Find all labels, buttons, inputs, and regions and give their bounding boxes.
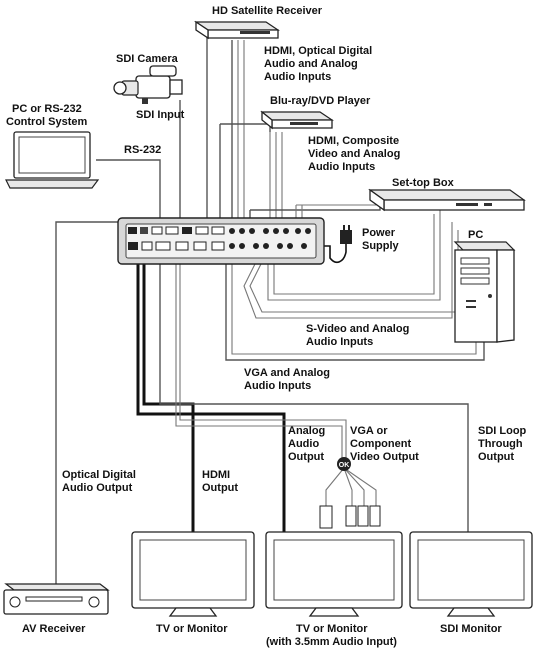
label-optical-out-line1: Optical Digital	[62, 469, 136, 481]
label-tv1: TV or Monitor	[156, 623, 228, 635]
label-hdmi-out-line2: Output	[202, 482, 238, 494]
label-vga-out-line3: Video Output	[350, 451, 419, 463]
label-sdi-monitor: SDI Monitor	[440, 623, 502, 635]
component-splitter	[319, 467, 381, 529]
label-analog-out-line1: Analog	[288, 425, 325, 437]
cable-power	[318, 244, 347, 264]
cable-rs232	[96, 159, 161, 218]
label-vga-out-line1: VGA or	[350, 425, 388, 437]
cable-optical-out	[55, 221, 130, 592]
tv-monitor-1	[131, 531, 255, 617]
label-svideo-line1: S-Video and Analog	[306, 323, 409, 335]
label-sdi-input: SDI Input	[136, 109, 185, 121]
label-hd-satellite: HD Satellite Receiver	[212, 5, 323, 17]
label-vga-in-line1: VGA and Analog	[244, 367, 330, 379]
tv-monitor-2	[265, 531, 403, 617]
label-analog-out-line2: Audio	[288, 438, 319, 450]
label-pc-rs232-line1: PC or RS-232	[12, 103, 82, 115]
label-sdi-loop-line3: Output	[478, 451, 514, 463]
label-hdmi-composite-line3: Audio Inputs	[308, 161, 375, 173]
label-sdi-camera: SDI Camera	[116, 53, 179, 65]
label-settop: Set-top Box	[392, 177, 455, 189]
label-pc: PC	[468, 229, 483, 241]
cable-component-out	[179, 262, 347, 460]
label-hdmi-optical-line3: Audio Inputs	[264, 71, 331, 83]
main-unit	[117, 217, 325, 265]
label-vga-out-line2: Component	[350, 438, 411, 450]
label-power-line2: Supply	[362, 240, 400, 252]
pc-tower-icon	[453, 241, 516, 343]
cable-svideo-2	[273, 214, 435, 295]
sdi-camera-icon	[113, 65, 183, 104]
label-svideo-line2: Audio Inputs	[306, 336, 373, 348]
label-bluray: Blu-ray/DVD Player	[270, 95, 371, 107]
label-av-receiver: AV Receiver	[22, 623, 86, 635]
set-top-box	[368, 188, 526, 212]
label-hdmi-out-line1: HDMI	[202, 469, 230, 481]
label-optical-out-line2: Audio Output	[62, 482, 133, 494]
label-analog-out-line3: Output	[288, 451, 324, 463]
label-pc-rs232-line2: Control System	[6, 116, 88, 128]
label-tv2-line1: TV or Monitor	[296, 623, 368, 635]
label-sdi-loop-line2: Through	[478, 438, 523, 450]
cable-hdmi-out-tv2	[136, 262, 286, 540]
sdi-monitor	[409, 531, 533, 617]
label-rs232: RS-232	[124, 144, 161, 156]
label-power-line1: Power	[362, 227, 396, 239]
bluray-player	[260, 110, 334, 130]
label-hdmi-composite-line1: HDMI, Composite	[308, 135, 399, 147]
cable-vga-in	[225, 262, 485, 361]
cable-vga-audio-in	[231, 262, 477, 355]
cable-bluray-hdmi-top	[220, 123, 271, 132]
label-hdmi-optical-line1: HDMI, Optical Digital	[264, 45, 372, 57]
power-adapter-icon	[340, 225, 352, 244]
cable-sdi-loop	[159, 262, 469, 540]
av-receiver	[3, 583, 110, 615]
label-vga-in-line2: Audio Inputs	[244, 380, 311, 392]
laptop-icon	[5, 131, 100, 189]
label-hdmi-optical-line2: Audio and Analog	[264, 58, 358, 70]
label-tv2-line2: (with 3.5mm Audio Input)	[266, 636, 397, 648]
cable-vga-out	[175, 262, 343, 460]
hd-satellite-receiver	[194, 20, 280, 40]
label-hdmi-composite-line2: Video and Analog	[308, 148, 400, 160]
ok-badge	[337, 457, 351, 471]
label-sdi-loop-line1: SDI Loop	[478, 425, 527, 437]
cable-hdmi-out-tv1	[142, 262, 195, 540]
cable-svideo-4	[243, 222, 453, 319]
ok-badge-label: OK	[339, 462, 350, 469]
